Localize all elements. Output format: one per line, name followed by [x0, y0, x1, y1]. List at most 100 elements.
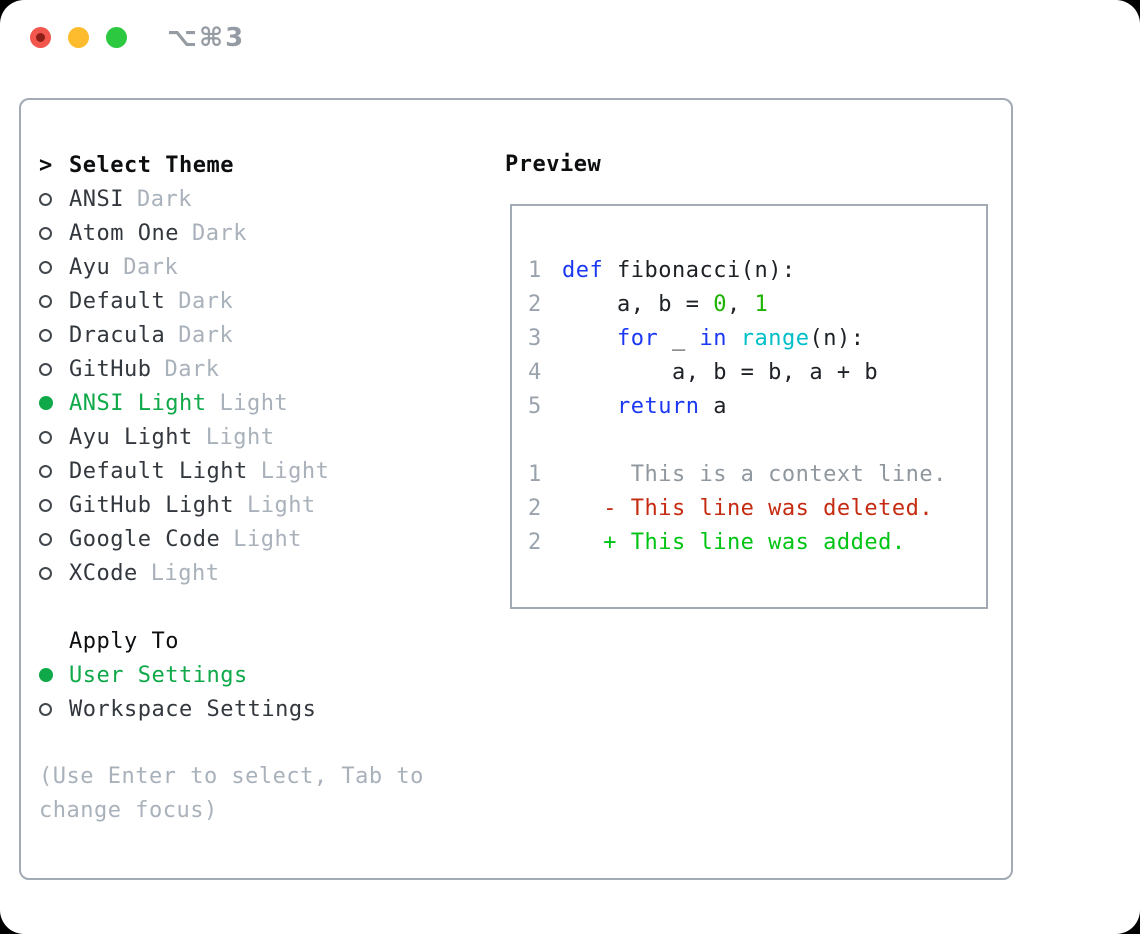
diff-line-text: This is a context line. — [562, 461, 947, 487]
radio-icon — [39, 702, 69, 716]
apply-to-option[interactable]: Workspace Settings — [39, 692, 424, 726]
code-segment: def — [562, 257, 604, 283]
radio-icon — [39, 328, 69, 342]
radio-icon — [39, 430, 69, 444]
theme-variant: Light — [233, 526, 302, 552]
theme-list-item[interactable]: GitHub Dark — [39, 352, 424, 386]
radio-icon — [39, 362, 69, 376]
radio-icon — [39, 226, 69, 240]
theme-variant: Dark — [164, 356, 220, 382]
theme-list-item[interactable]: XCode Light — [39, 556, 424, 590]
line-number: 5 — [528, 393, 542, 419]
code-segment: , — [726, 291, 755, 317]
code-segment: a, b = — [562, 291, 714, 317]
theme-list-item[interactable]: ANSI Dark — [39, 182, 424, 216]
code-line-text: a, b = b, a + b — [562, 360, 878, 385]
line-number: 3 — [528, 325, 542, 351]
code-segment: 0 — [713, 291, 727, 317]
code-segment: _ — [658, 325, 700, 351]
theme-name: GitHub Light — [69, 492, 234, 518]
theme-variant: Dark — [178, 288, 234, 314]
radio-selected-icon — [39, 668, 69, 682]
diff-line: 2 - This line was deleted. — [528, 491, 986, 525]
radio-icon — [39, 498, 69, 512]
line-number: 2 — [528, 529, 542, 555]
theme-list-item[interactable]: Default Light Light — [39, 454, 424, 488]
code-segment: return — [616, 393, 700, 419]
radio-icon — [39, 566, 69, 580]
line-number: 2 — [528, 495, 542, 521]
theme-name: Google Code — [69, 526, 221, 552]
radio-icon — [39, 532, 69, 546]
help-text-line-2: change focus) — [39, 798, 218, 823]
theme-variant: Dark — [123, 254, 179, 280]
diff-preview: 1 This is a context line.2 - This line w… — [528, 457, 986, 559]
theme-name: Ayu Light — [69, 424, 193, 450]
select-theme-title: Select Theme — [69, 152, 234, 178]
code-line: 4 a, b = b, a + b — [528, 355, 986, 389]
theme-name: Dracula — [69, 322, 166, 348]
theme-list-item[interactable]: Google Code Light — [39, 522, 424, 556]
theme-name: Ayu — [69, 254, 111, 280]
theme-variant: Dark — [178, 322, 234, 348]
theme-name: GitHub — [69, 356, 152, 382]
theme-variant: Dark — [136, 186, 192, 212]
radio-selected-icon — [39, 396, 69, 410]
keyboard-shortcut-label: ⌥⌘3 — [167, 23, 246, 53]
code-line-text: def fibonacci(n): — [562, 258, 796, 283]
code-line-text: a, b = 0, 1 — [562, 292, 768, 317]
radio-icon — [39, 192, 69, 206]
code-segment: a, b = b, a + b — [562, 359, 879, 385]
zoom-button[interactable] — [106, 27, 127, 48]
line-number: 2 — [528, 291, 542, 317]
apply-to-option-label: User Settings — [69, 662, 248, 688]
close-button[interactable] — [30, 27, 51, 48]
line-number: 4 — [528, 359, 542, 385]
line-number: 1 — [528, 257, 542, 283]
diff-line: 1 This is a context line. — [528, 457, 986, 491]
code-segment: range — [740, 325, 810, 351]
record-dot-icon — [36, 33, 45, 42]
radio-icon — [39, 294, 69, 308]
radio-icon — [39, 260, 69, 274]
select-theme-header: > Select Theme — [39, 148, 424, 182]
theme-list-item[interactable]: Ayu Dark — [39, 250, 424, 284]
theme-name: Default — [69, 288, 166, 314]
theme-list-item[interactable]: Ayu Light Light — [39, 420, 424, 454]
theme-variant: Light — [150, 560, 220, 586]
apply-to-header: Apply To — [39, 624, 424, 658]
code-line: 5 return a — [528, 389, 986, 423]
code-line-text: return a — [562, 394, 727, 419]
apply-to-option-label: Workspace Settings — [69, 696, 317, 722]
line-number: 1 — [528, 461, 542, 487]
radio-icon — [39, 464, 69, 478]
diff-line-text: + This line was added. — [562, 529, 906, 555]
theme-variant: Light — [205, 424, 275, 450]
code-segment: a — [699, 393, 727, 419]
theme-variant: Light — [260, 458, 330, 484]
theme-name: Atom One — [69, 220, 179, 246]
theme-name: XCode — [69, 560, 138, 586]
code-segment: (n): — [809, 325, 865, 351]
theme-name: ANSI Light — [69, 390, 207, 416]
apply-to-option[interactable]: User Settings — [39, 658, 424, 692]
code-line: 2 a, b = 0, 1 — [528, 287, 986, 321]
theme-list-item[interactable]: Default Dark — [39, 284, 424, 318]
minimize-button[interactable] — [68, 27, 89, 48]
theme-list-item[interactable]: Atom One Dark — [39, 216, 424, 250]
theme-list-item[interactable]: Dracula Dark — [39, 318, 424, 352]
help-text-line-1: (Use Enter to select, Tab to — [39, 764, 424, 789]
theme-name: Default Light — [69, 458, 248, 484]
diff-line: 2 + This line was added. — [528, 525, 986, 559]
theme-variant: Dark — [191, 220, 247, 246]
diff-line-text: - This line was deleted. — [562, 495, 934, 521]
theme-name: ANSI — [69, 186, 124, 212]
